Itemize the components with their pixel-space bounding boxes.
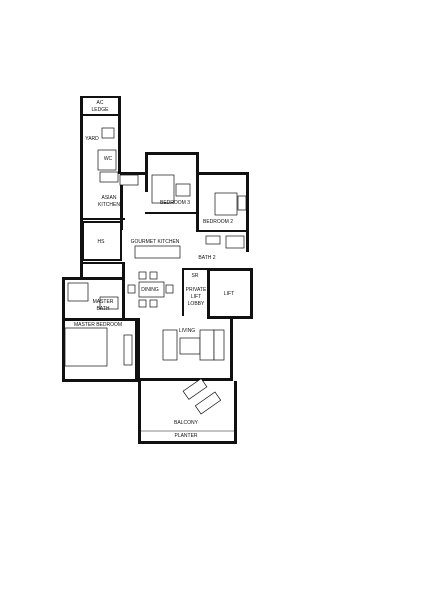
ac-ledge-label-2: LEDGE — [92, 107, 110, 113]
lift-label: LIFT — [224, 291, 234, 297]
balcony-label: BALCONY — [174, 420, 199, 426]
bedroom-2-label: BEDROOM 2 — [203, 219, 233, 225]
store-label: SR — [192, 273, 199, 279]
bedroom-3-label: BEDROOM 3 — [160, 200, 190, 206]
master-bath-label-2: BATH — [97, 306, 110, 312]
private-lift-lobby-label-2: LIFT — [191, 294, 201, 300]
private-lift-lobby-label-3: LOBBY — [188, 301, 205, 307]
master-bedroom-label: MASTER BEDROOM — [74, 322, 122, 328]
asian-kitchen-label-1: ASIAN — [101, 195, 116, 201]
bath-2-label: BATH 2 — [198, 255, 215, 261]
fixtures — [64, 127, 247, 432]
room-labels: AC LEDGE YARD WC ASIAN KITCHEN BEDROOM 3… — [74, 100, 234, 439]
living-label: LIVING — [179, 328, 196, 334]
planter-label: PLANTER — [174, 433, 197, 439]
ac-ledge-label-1: AC — [97, 100, 104, 106]
wc-label: WC — [104, 156, 113, 162]
hs-label: HS — [98, 239, 106, 245]
gourmet-kitchen-label: GOURMET KITCHEN — [131, 239, 180, 245]
yard-label: YARD — [85, 136, 99, 142]
dining-label: DINING — [141, 287, 159, 293]
walls — [62, 96, 253, 444]
asian-kitchen-label-2: KITCHEN — [98, 202, 120, 208]
private-lift-lobby-label-1: PRIVATE — [186, 287, 207, 293]
master-bath-label-1: MASTER — [93, 299, 114, 305]
